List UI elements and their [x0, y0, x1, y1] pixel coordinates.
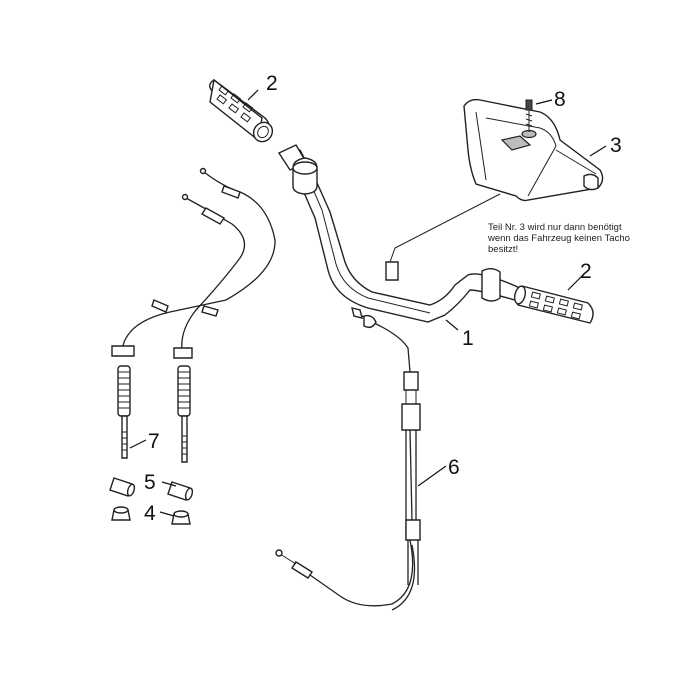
leader-lines	[129, 89, 607, 517]
callout-brake-cables: 7	[148, 430, 160, 453]
bolt	[521, 99, 537, 139]
callout-throttle-cable: 6	[448, 456, 460, 479]
callout-cover: 3	[610, 134, 622, 157]
callout-labels: 2 8 3 2 1 6 7 5 4	[144, 72, 622, 525]
callout-grip-left: 2	[266, 72, 278, 95]
callout-grip-right: 2	[580, 260, 592, 283]
grip-left	[209, 78, 274, 143]
callout-adjuster-sleeve: 5	[144, 471, 156, 494]
adjuster-nut	[111, 506, 191, 525]
brake-cables	[111, 167, 276, 463]
note-line-3: besitzt!	[488, 244, 518, 255]
adjuster-sleeve	[109, 477, 194, 501]
note: Teil Nr. 3 wird nur dann benötigt wenn d…	[487, 222, 630, 255]
callout-adjuster-nut: 4	[144, 502, 156, 525]
grip-right	[513, 285, 594, 324]
note-line-2: wenn das Fahrzeug keinen Tacho	[487, 233, 630, 244]
note-line-1: Teil Nr. 3 wird nur dann benötigt	[488, 222, 622, 233]
throttle-cable	[275, 307, 421, 611]
callout-bolt: 8	[554, 88, 566, 111]
callout-handlebar: 1	[462, 327, 474, 350]
cover	[463, 98, 604, 202]
